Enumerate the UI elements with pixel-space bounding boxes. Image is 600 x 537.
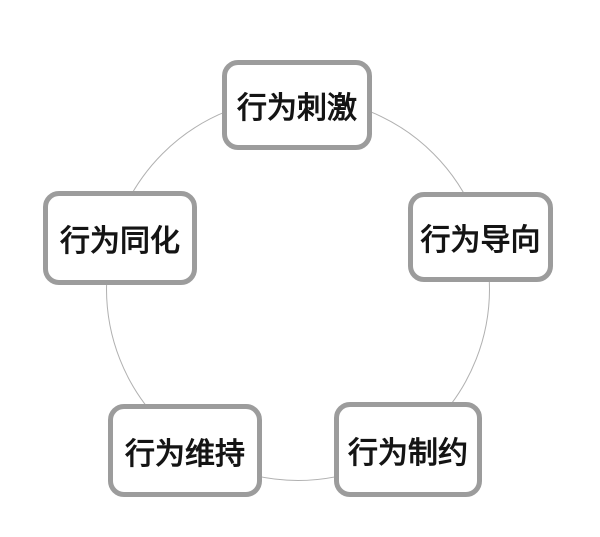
node-behavior-orientation: 行为导向 [408, 192, 553, 282]
node-behavior-restriction-label: 行为制约 [348, 436, 468, 470]
node-behavior-maintenance-label: 行为维持 [125, 437, 245, 471]
node-behavior-stimulus-label: 行为刺激 [237, 92, 357, 125]
node-behavior-maintenance: 行为维持 [108, 404, 262, 497]
node-behavior-stimulus: 行为刺激 [222, 60, 372, 150]
node-behavior-assimilation: 行为同化 [43, 191, 197, 285]
node-behavior-assimilation-label: 行为同化 [60, 225, 180, 258]
node-behavior-orientation-label: 行为导向 [420, 224, 541, 257]
node-behavior-restriction: 行为制约 [334, 402, 482, 497]
